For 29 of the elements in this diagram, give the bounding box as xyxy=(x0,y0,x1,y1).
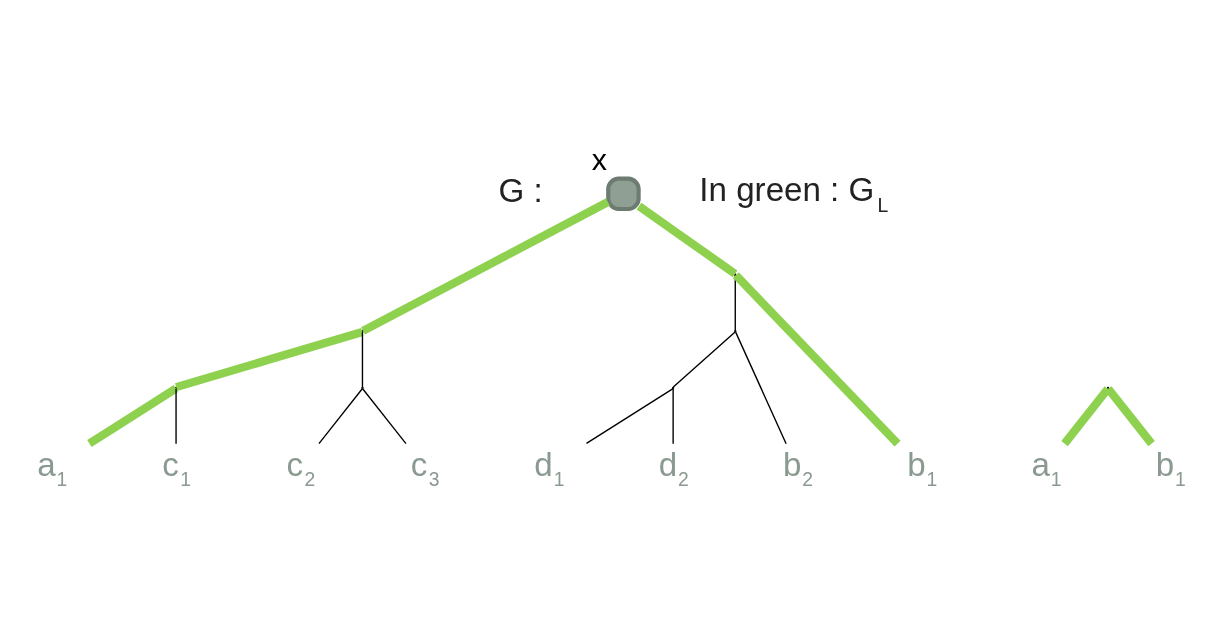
node-text: a$_{1}$ xyxy=(37,445,68,491)
node-text: d$_{1}$ xyxy=(534,445,565,491)
node-text: a$_{1}$ xyxy=(1031,445,1062,491)
node-point xyxy=(361,330,364,333)
node-text: b$_{1}$ xyxy=(907,445,938,491)
connector xyxy=(318,388,363,445)
node-text: c$_{1}$ xyxy=(162,445,191,491)
node-point xyxy=(734,330,737,333)
connector xyxy=(734,331,787,445)
connector xyxy=(1061,386,1112,447)
connector xyxy=(672,388,674,445)
node-point xyxy=(1106,386,1110,390)
node-point xyxy=(174,386,178,390)
node-text: c$_{3}$ xyxy=(410,445,440,491)
node-point xyxy=(361,386,364,390)
label: In green : G$_{L}$ xyxy=(699,171,889,216)
connector xyxy=(672,331,736,388)
node-text: b$_{1}$ xyxy=(1155,445,1186,491)
node-label: x xyxy=(591,142,607,176)
connector xyxy=(361,388,407,445)
node-text: d$_{2}$ xyxy=(658,445,689,491)
node-point xyxy=(734,273,737,276)
node-text: c$_{2}$ xyxy=(286,445,316,491)
node-text: b$_{2}$ xyxy=(782,445,813,491)
node-point xyxy=(671,386,675,390)
label: G : xyxy=(498,172,543,210)
connector xyxy=(585,387,674,445)
node-box xyxy=(606,176,641,212)
connector xyxy=(1105,386,1155,447)
